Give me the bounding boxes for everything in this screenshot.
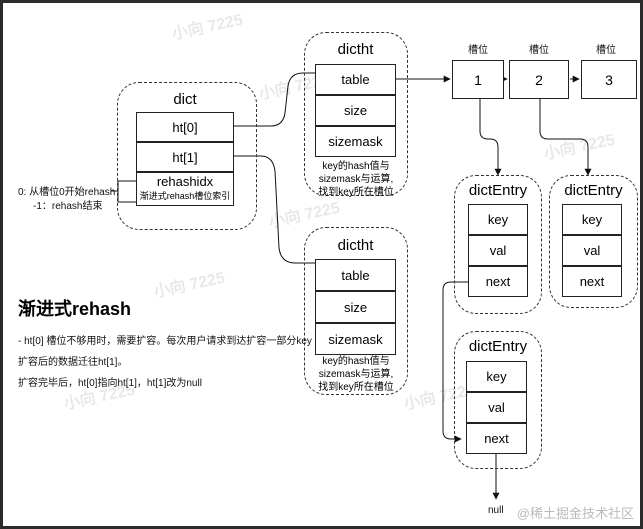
slot-3: 3 — [581, 60, 637, 99]
dictht-bottom-table-field: table — [315, 259, 396, 291]
description-line-1: - ht[0] 槽位不够用时，需要扩容。每次用户请求到达扩容一部分key — [18, 336, 312, 347]
dict-entry-3-title: dictEntry — [468, 338, 528, 355]
dict-entry-2-key: key — [562, 204, 622, 235]
dictht-bottom-note-line-1: key的hash值与 — [322, 356, 390, 367]
dictht-bottom-sizemask-field: sizemask — [315, 323, 396, 355]
legend-line-1: 0: 从槽位0开始rehash — [18, 187, 116, 198]
dictht-top-note-line-1: key的hash值与 — [322, 161, 390, 172]
dictht-bottom-title: dictht — [337, 237, 374, 254]
dictht-top-sizemask-field: sizemask — [315, 126, 396, 157]
dict-entry-3-key: key — [466, 361, 527, 392]
diagram-canvas: 小向 7225 小向 7225 小向 7225 小向 7225 小向 7225 … — [3, 3, 640, 526]
dictht-top-table-field: table — [315, 64, 396, 95]
slot-2: 2 — [509, 60, 569, 99]
slot1-to-entry1-link — [479, 99, 502, 176]
dictht-bottom-note-line-2: sizemask与运算, — [318, 369, 394, 380]
dict-entry-2-val: val — [562, 235, 622, 266]
legend-line-2: -1：rehash结束 — [33, 201, 103, 212]
dictht-top-note-line-2: sizemask与运算, — [318, 174, 394, 185]
description-heading: 渐进式rehash — [18, 299, 132, 319]
dictht-bottom-note: key的hash值与 sizemask与运算, 找到key所在槽位 — [306, 355, 406, 394]
rehashidx-note: 渐进式rehash槽位索引 — [139, 191, 231, 201]
ht1-link — [233, 155, 315, 264]
dict-group — [117, 82, 257, 230]
dictht-top-size-field: size — [315, 95, 396, 126]
dictht-top-note: key的hash值与 sizemask与运算, 找到key所在槽位 — [306, 160, 406, 199]
entry1-next-link — [442, 281, 468, 443]
dictht-bottom-note-line-3: 找到key所在槽位 — [318, 382, 394, 393]
dict-entry-1-next: next — [468, 266, 528, 297]
description-line-2: 扩容后的数据迁往ht[1]。 — [18, 357, 128, 368]
dict-title: dict — [173, 91, 197, 108]
dict-rehashidx-field: rehashidx 渐进式rehash槽位索引 — [136, 172, 234, 206]
slot-header-3: 槽位 — [596, 45, 616, 56]
dict-entry-3-group — [454, 331, 542, 469]
dict-entry-1-val: val — [468, 235, 528, 266]
slot-1: 1 — [452, 60, 504, 99]
ht0-link — [233, 72, 315, 127]
dictht-bottom-group — [304, 227, 408, 395]
slot-header-2: 槽位 — [529, 45, 549, 56]
description-line-3: 扩容完毕后，ht[0]指向ht[1]，ht[1]改为null — [18, 378, 202, 389]
null-label: null — [488, 505, 504, 516]
dict-ht0-field: ht[0] — [136, 112, 234, 142]
dict-entry-1-group — [454, 175, 542, 314]
dict-ht1-field: ht[1] — [136, 142, 234, 172]
dict-entry-3-next: next — [466, 423, 527, 454]
dict-entry-1-key: key — [468, 204, 528, 235]
rehashidx-label: rehashidx — [156, 174, 214, 189]
dict-entry-3-val: val — [466, 392, 527, 423]
dict-entry-2-next: next — [562, 266, 622, 297]
dictht-top-group — [304, 32, 408, 196]
dictht-bottom-size-field: size — [315, 291, 396, 323]
dict-entry-2-title: dictEntry — [564, 182, 623, 199]
footer-watermark: @稀土掘金技术社区 — [516, 506, 634, 521]
dictht-top-note-line-3: 找到key所在槽位 — [318, 187, 394, 198]
dict-entry-1-title: dictEntry — [468, 182, 528, 199]
slot-header-1: 槽位 — [468, 45, 488, 56]
dict-entry-2-group — [549, 175, 638, 308]
dictht-top-title: dictht — [337, 41, 374, 58]
slot2-to-entry2-link — [539, 99, 592, 176]
